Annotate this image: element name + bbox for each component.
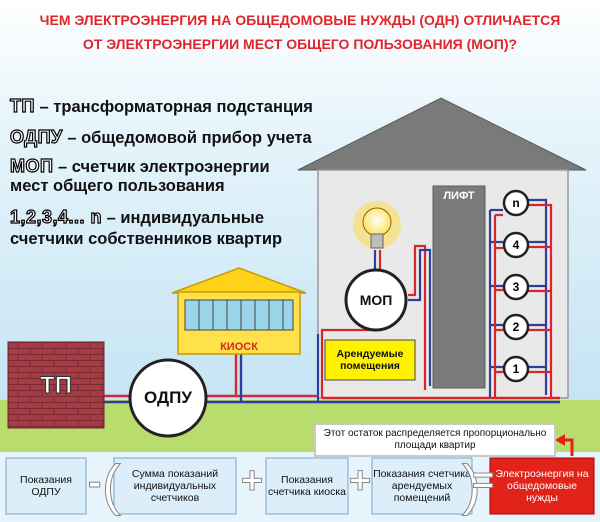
- title-line-2: ОТ ЭЛЕКТРОЭНЕРГИИ МЕСТ ОБЩЕГО ПОЛЬЗОВАНИ…: [82, 36, 518, 52]
- lift-label: ЛИФТ: [443, 190, 475, 202]
- mop-meter: [344, 268, 408, 332]
- meter-1-label: 1: [512, 362, 520, 376]
- legend-tp: ТП – трансформаторная подстанция: [9, 95, 313, 116]
- meter-3-label: 3: [512, 280, 520, 294]
- meter-2-label: 2: [512, 320, 520, 334]
- apartment-meters: [502, 189, 530, 383]
- rented-premises: [324, 339, 416, 381]
- lift-shaft: [432, 185, 486, 389]
- open-paren: (: [102, 453, 122, 517]
- formula-box-result: [489, 457, 595, 515]
- tp-building: [7, 341, 105, 429]
- formula-kiosk-text: Показания счетчика киоска: [267, 474, 347, 498]
- equals-operator: =: [471, 460, 495, 503]
- light-bulb-icon: [353, 201, 401, 249]
- plus-operator-2: +: [348, 460, 372, 503]
- kiosk: [171, 267, 307, 355]
- note-box: [314, 423, 556, 457]
- legend-meters: 1,2,3,4... n – индивидуальные: [9, 206, 265, 227]
- close-paren: ): [462, 453, 482, 517]
- minus-operator: -: [87, 460, 102, 505]
- legend-mop-line2: мест общего пользования: [10, 177, 225, 195]
- red-arrow-head: [555, 434, 565, 446]
- plus-operator-1: +: [240, 460, 264, 503]
- odpu-label: ОДПУ: [144, 388, 192, 407]
- meter-4-label: 4: [512, 238, 520, 252]
- rented-label: Арендуемые помещения: [336, 348, 404, 372]
- legend-odpu: ОДПУ – общедомовой прибор учета: [9, 126, 312, 147]
- odpu-meter: [128, 358, 208, 438]
- legend-mop: МОП – счетчик электроэнергии: [9, 155, 270, 176]
- title-line-1: ЧЕМ ЭЛЕКТРОЭНЕРГИЯ НА ОБЩЕДОМОВЫЕ НУЖДЫ …: [39, 12, 561, 28]
- legend-meters-line2: счетчики собственников квартир: [10, 230, 283, 248]
- formula-odpu-text: Показания ОДПУ: [20, 474, 72, 498]
- formula-box-odpu: [5, 457, 87, 515]
- formula-box-kiosk: [265, 457, 349, 515]
- house-wiring: [316, 198, 553, 402]
- formula-rented-text: Показания счетчика арендуемых помещений: [373, 468, 471, 504]
- mop-label: МОП: [359, 292, 393, 308]
- formula-result-text: Электроэнергия на общедомовые нужды: [495, 468, 589, 504]
- formula-box-rented: [371, 457, 473, 515]
- formula-individual-text: Сумма показаний индивидуальных счетчиков: [131, 468, 219, 504]
- mains-wiring: [102, 352, 560, 404]
- tp-label: ТП: [40, 372, 73, 400]
- formula-box-individual: [113, 457, 237, 515]
- meter-n-label: n: [512, 196, 520, 210]
- note-text: Этот остаток распределяется пропорционал…: [323, 428, 547, 451]
- kiosk-label: КИОСК: [220, 341, 258, 353]
